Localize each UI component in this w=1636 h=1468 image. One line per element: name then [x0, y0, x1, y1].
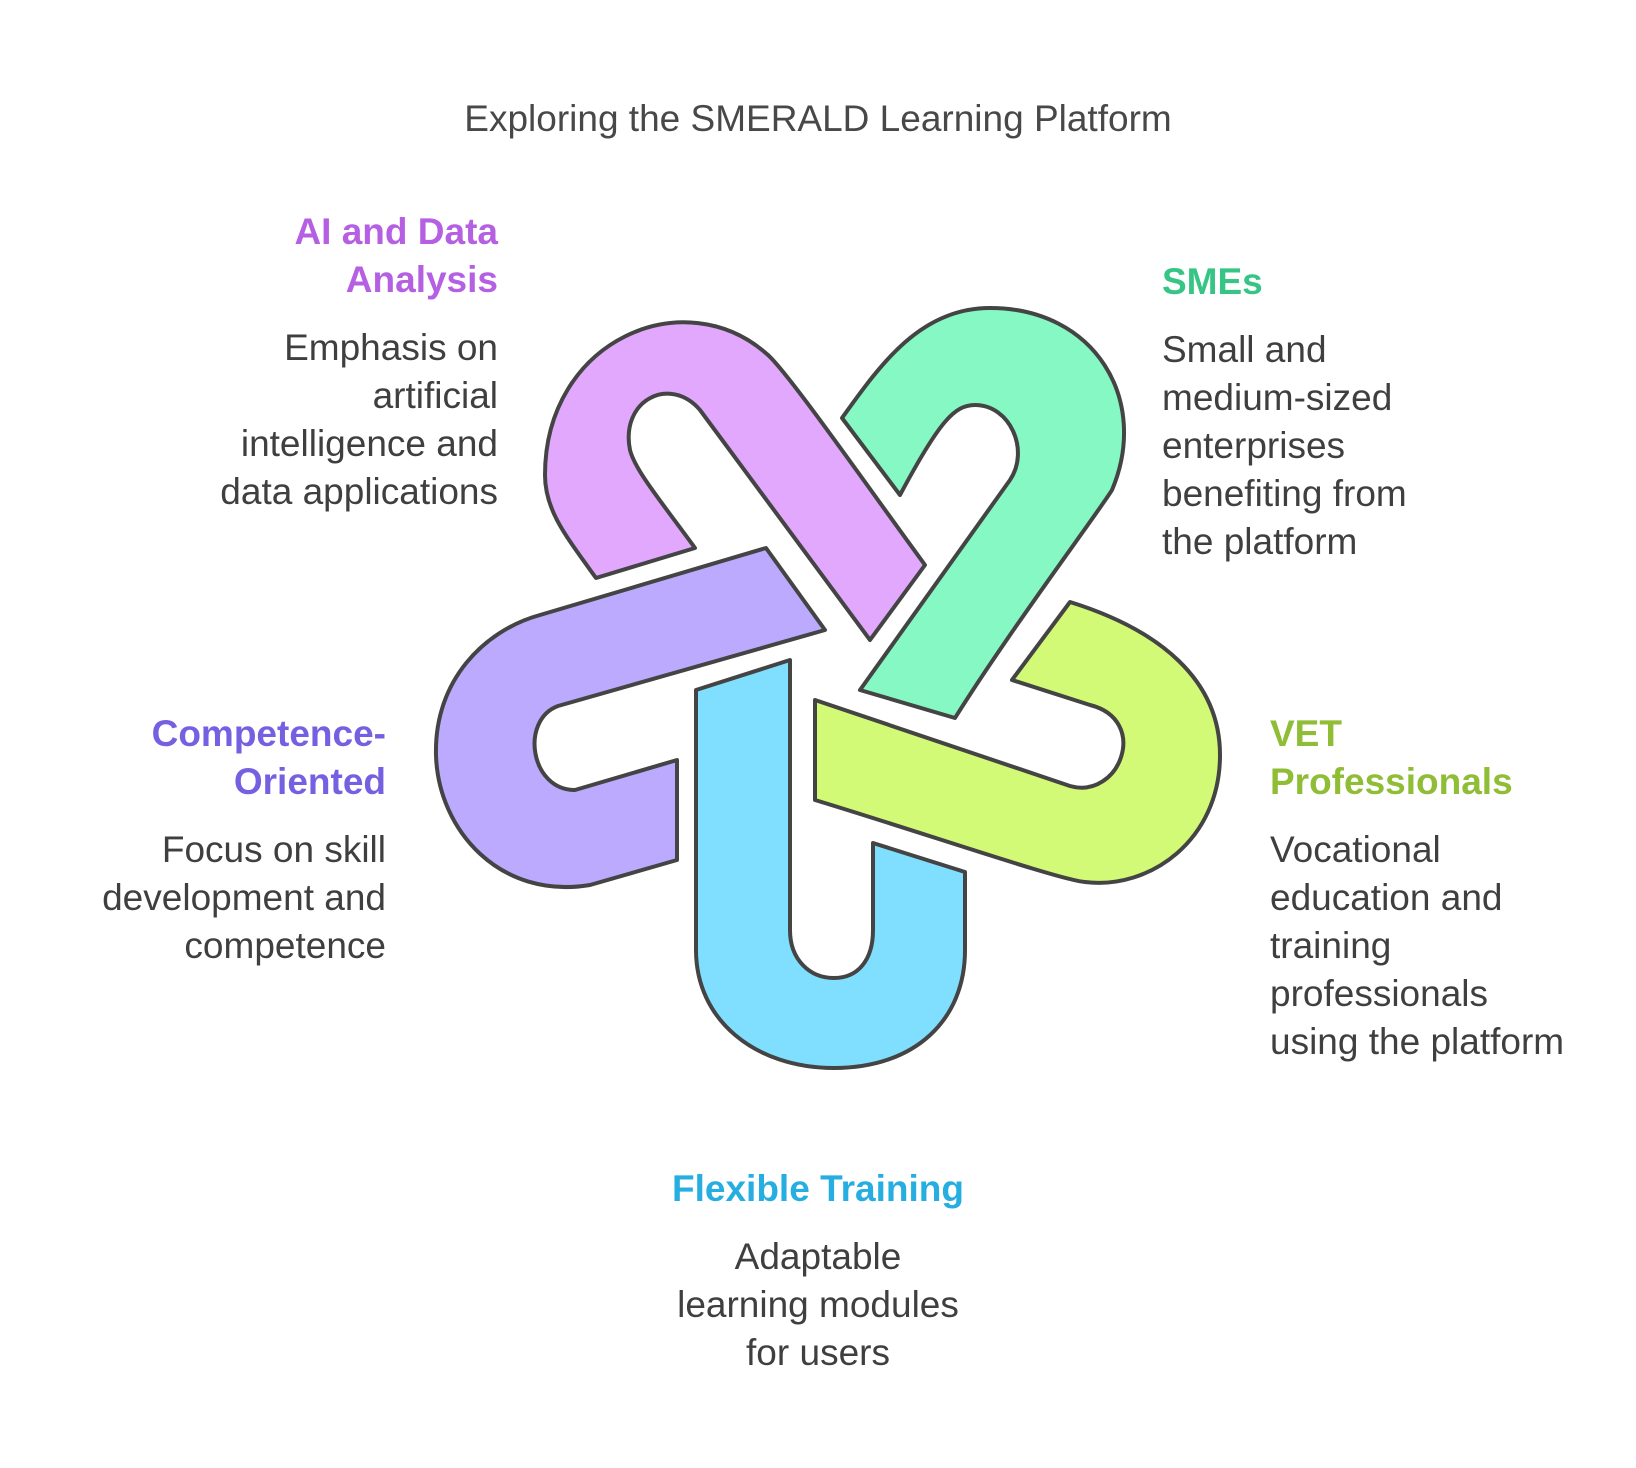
flex-block: Flexible Training Adaptable learning mod…	[568, 1165, 1068, 1377]
vet-block: VET Professionals Vocational education a…	[1270, 710, 1630, 1066]
comp-band	[433, 546, 827, 889]
smes-description: Small and medium-sized enterprises benef…	[1162, 329, 1407, 562]
ai-heading: AI and Data Analysis	[294, 211, 498, 300]
vet-band	[813, 600, 1222, 885]
comp-description: Focus on skill development and competenc…	[102, 829, 386, 966]
flex-heading: Flexible Training	[672, 1168, 964, 1209]
ai-band	[543, 320, 927, 642]
flex-description: Adaptable learning modules for users	[677, 1236, 959, 1373]
comp-heading: Competence- Oriented	[151, 713, 386, 802]
smes-block: SMEs Small and medium-sized enterprises …	[1162, 258, 1562, 566]
smes-band	[840, 306, 1127, 720]
smes-heading: SMEs	[1162, 261, 1263, 302]
diagram-title: Exploring the SMERALD Learning Platform	[464, 98, 1172, 139]
vet-heading: VET Professionals	[1270, 713, 1513, 802]
flex-band	[694, 658, 967, 1070]
ai-block: AI and Data Analysis Emphasis on artific…	[78, 208, 498, 516]
ai-description: Emphasis on artificial intelligence and …	[220, 327, 498, 512]
comp-block: Competence- Oriented Focus on skill deve…	[0, 710, 386, 970]
vet-description: Vocational education and training profes…	[1270, 829, 1565, 1062]
